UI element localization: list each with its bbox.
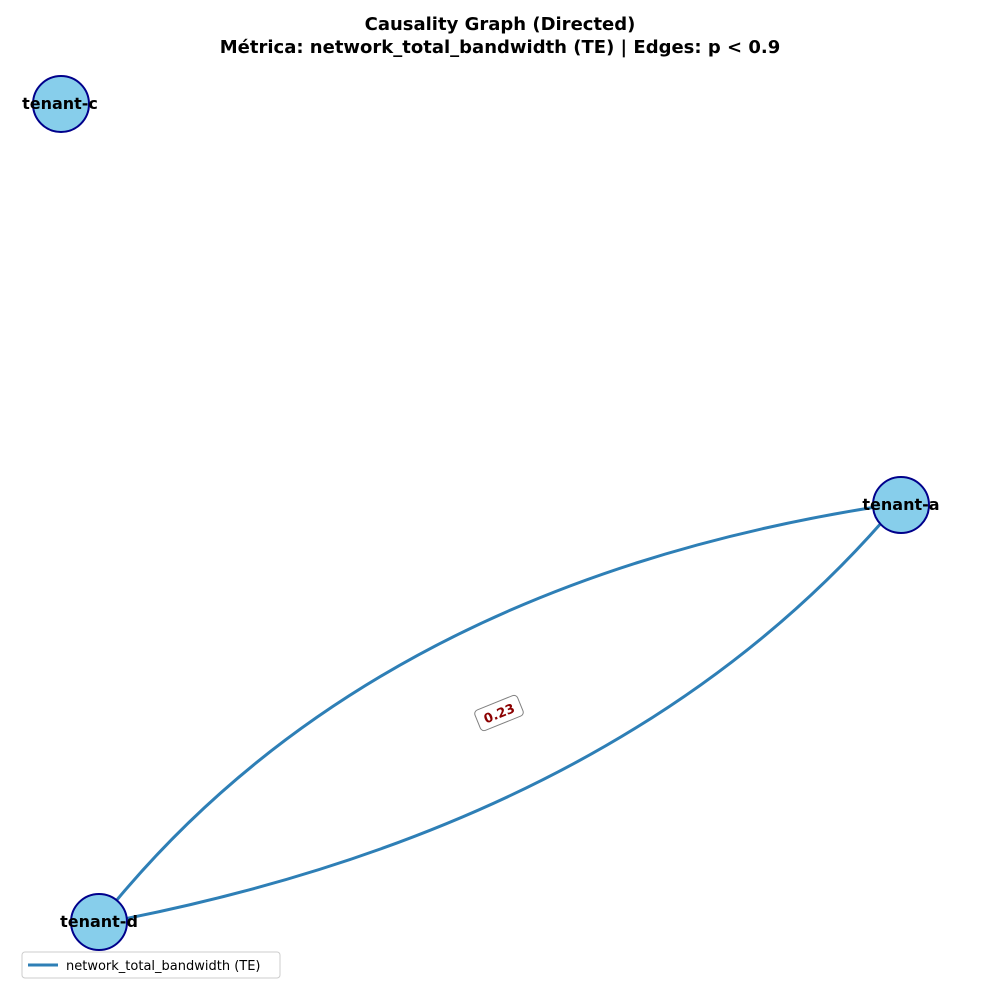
legend-frame [21,951,281,979]
legend-label-network-total-bandwidth: network_total_bandwidth (TE) [66,959,261,974]
node-tenant-c[interactable]: tenant-c [22,75,98,133]
node-tenant-d[interactable]: tenant-d [60,893,138,951]
node-tenant-d-label: tenant-d [60,912,138,931]
edge-layer [114,504,885,921]
legend: network_total_bandwidth (TE) [21,951,281,979]
edge-tenant-d-to-tenant-a[interactable] [114,504,883,902]
node-tenant-a[interactable]: tenant-a [862,476,940,534]
graph-title: Causality Graph (Directed) [365,14,636,35]
edge-weight-label: 0.23 [474,694,524,732]
node-layer: tenant-a tenant-c tenant-d [22,75,940,951]
edge-weight-label-box [474,694,524,732]
node-tenant-d-circle[interactable] [70,893,128,951]
node-tenant-a-circle[interactable] [872,476,930,534]
node-tenant-c-circle[interactable] [32,75,90,133]
node-tenant-a-label: tenant-a [862,495,939,514]
node-tenant-c-label: tenant-c [22,94,98,113]
edge-tenant-a-to-tenant-d[interactable] [123,520,885,921]
graph-subtitle: Métrica: network_total_bandwidth (TE) | … [220,37,781,58]
